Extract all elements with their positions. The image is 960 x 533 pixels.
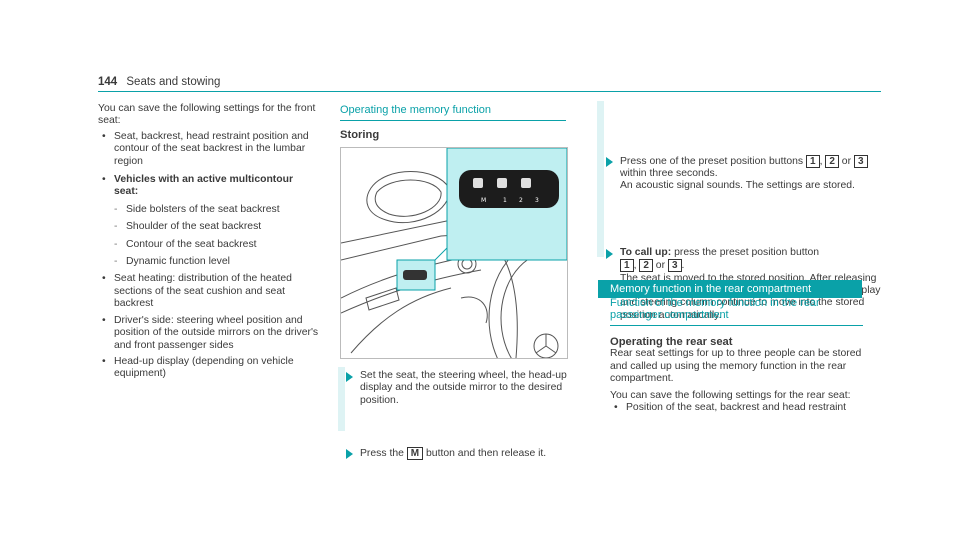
step-bar <box>338 367 345 431</box>
step-preset-buttons: Press one of the preset position buttons… <box>600 154 882 193</box>
subsection-title: Operating the rear seat <box>610 336 733 348</box>
page-header: 144 Seats and stowing <box>98 76 220 88</box>
preset-1-key: 1 <box>806 154 820 168</box>
section-title: Function of the memory function in the r… <box>610 297 863 326</box>
paragraph: You can save the following settings for … <box>610 389 851 401</box>
list-item: Vehicles with an active multicontour sea… <box>98 174 320 269</box>
list-item: Head-up display (depending on vehicle eq… <box>98 356 320 381</box>
preset-3-label: 3 <box>535 197 539 204</box>
paragraph: Rear seat settings for up to three peopl… <box>610 348 862 385</box>
memory-button-label: M <box>481 197 486 204</box>
step-text: or <box>655 260 666 272</box>
section-banner: Memory function in the rear compartment <box>598 280 862 298</box>
rear-settings-list: Position of the seat, backrest and head … <box>610 402 866 415</box>
step-result: An acoustic signal sounds. The settings … <box>620 180 855 192</box>
section-title: Operating the memory function <box>340 104 566 121</box>
sub-list-item: Side bolsters of the seat backrest <box>114 204 320 217</box>
step-text: or <box>841 155 852 167</box>
list-item: Seat heating: distribution of the heated… <box>98 273 320 310</box>
step-press-memory: Press the M button and then release it. <box>340 447 584 461</box>
chapter-title: Seats and stowing <box>126 76 221 88</box>
step-bar <box>597 101 604 257</box>
list-item: Seat, backrest, head restraint position … <box>98 131 320 168</box>
step-text: within three seconds. <box>620 168 718 180</box>
step-text: Press the <box>360 448 404 460</box>
step-text: Press one of the preset position buttons <box>620 155 804 167</box>
list-item: Driver's side: steering wheel position a… <box>98 315 320 352</box>
preset-2-key: 2 <box>825 154 839 168</box>
door-panel-figure: M 1 2 3 <box>340 147 568 359</box>
list-item-text: Driver's side: steering wheel position a… <box>114 314 319 351</box>
list-item-text: Head-up display (depending on vehicle eq… <box>114 355 294 380</box>
sub-list-item: Shoulder of the seat backrest <box>114 221 320 234</box>
settings-list: Seat, backrest, head restraint position … <box>98 131 320 381</box>
door-panel-illustration: M 1 2 3 <box>341 148 567 358</box>
list-item: Position of the seat, backrest and head … <box>610 402 866 415</box>
preset-1-label: 1 <box>503 197 507 204</box>
sub-list: Side bolsters of the seat backrest Shoul… <box>114 204 320 269</box>
sub-list-item: Dynamic function level <box>114 256 320 269</box>
rear-seat-section: Operating the rear seat Rear seat settin… <box>610 336 866 415</box>
step-label: To call up: <box>620 246 672 258</box>
memory-key: M <box>406 447 424 461</box>
preset-2-key: 2 <box>639 259 653 273</box>
preset-3-key: 3 <box>667 259 682 273</box>
header-rule <box>98 91 881 92</box>
step-text: Set the seat, the steering wheel, the he… <box>360 370 567 406</box>
page-number: 144 <box>98 76 118 88</box>
step-text: button and then release it. <box>426 448 547 460</box>
step-text: press the preset position button <box>674 246 820 258</box>
list-item-text: Seat, backrest, head restraint position … <box>114 130 309 167</box>
list-item-text: Seat heating: distribution of the heated… <box>114 273 292 310</box>
intro-text: You can save the following settings for … <box>98 103 316 127</box>
preset-2-label: 2 <box>519 197 523 204</box>
subsection-title: Storing <box>340 129 380 141</box>
preset-3-key: 3 <box>853 154 868 168</box>
left-column: You can save the following settings for … <box>98 103 320 381</box>
step-set-positions: Set the seat, the steering wheel, the he… <box>340 370 584 407</box>
list-item-text: Vehicles with an active multicontour sea… <box>114 174 293 198</box>
preset-1-key: 1 <box>620 259 634 273</box>
sub-list-item: Contour of the seat backrest <box>114 239 320 252</box>
